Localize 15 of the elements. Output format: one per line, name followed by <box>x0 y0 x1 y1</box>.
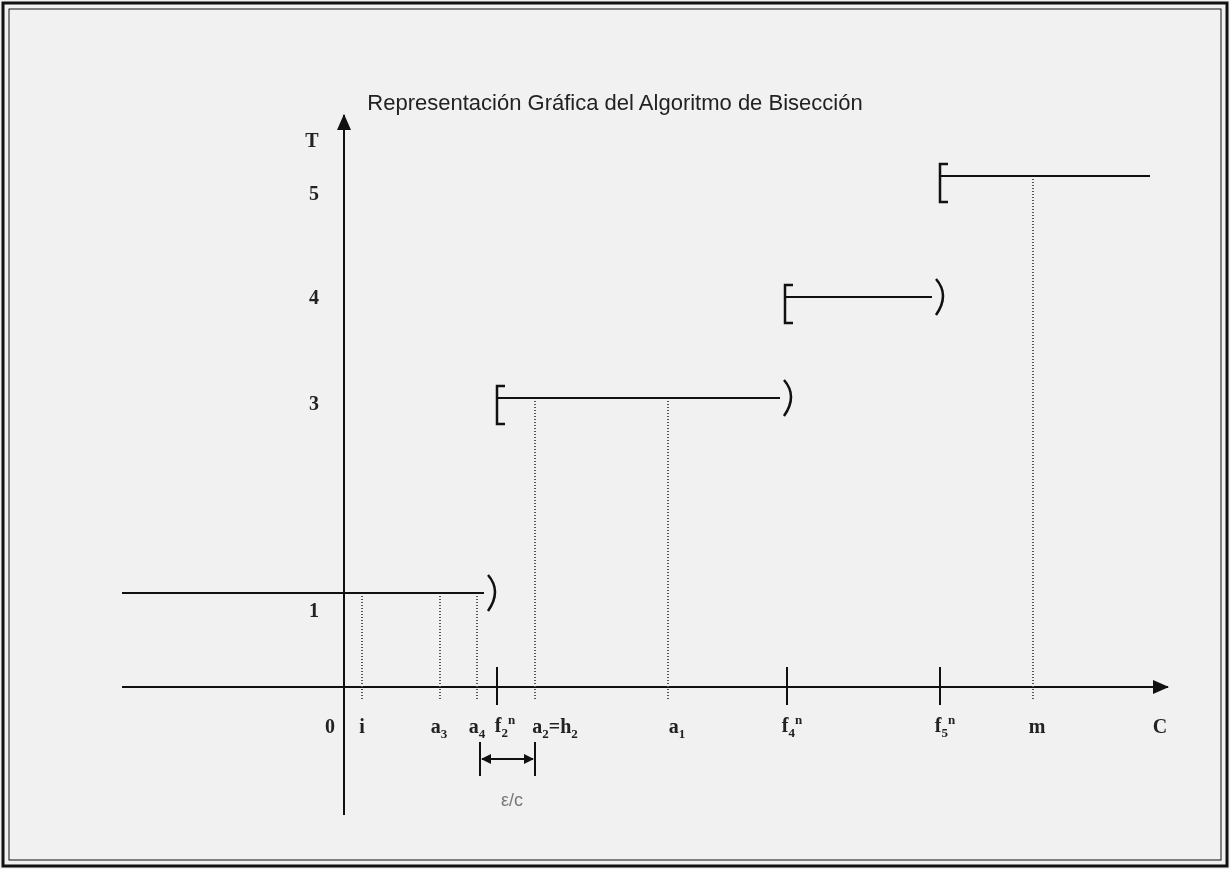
axis-point-label: a$_{2}$=h$_{2}$ <box>532 716 578 740</box>
axis-point-label: a$_{4}$ <box>468 716 486 740</box>
axis-point-label: m <box>1028 716 1046 736</box>
axis-point-label: i <box>359 716 365 736</box>
axis-point-label: a$_{1}$ <box>668 716 686 740</box>
axis-label: C <box>1152 716 1168 736</box>
axis-label: T <box>305 130 319 150</box>
chart-title: Representación Gráfica del Algoritmo de Bisección <box>367 90 863 116</box>
tick-label: 5 <box>309 183 319 203</box>
axis-point-label: a$_{3}$ <box>430 716 448 740</box>
tick-label: 1 <box>309 600 319 620</box>
tick-label: 0 <box>325 716 335 736</box>
tick-label: 3 <box>309 393 319 413</box>
dimension-label: ε/c <box>501 791 523 809</box>
tick-label: 4 <box>309 287 319 307</box>
